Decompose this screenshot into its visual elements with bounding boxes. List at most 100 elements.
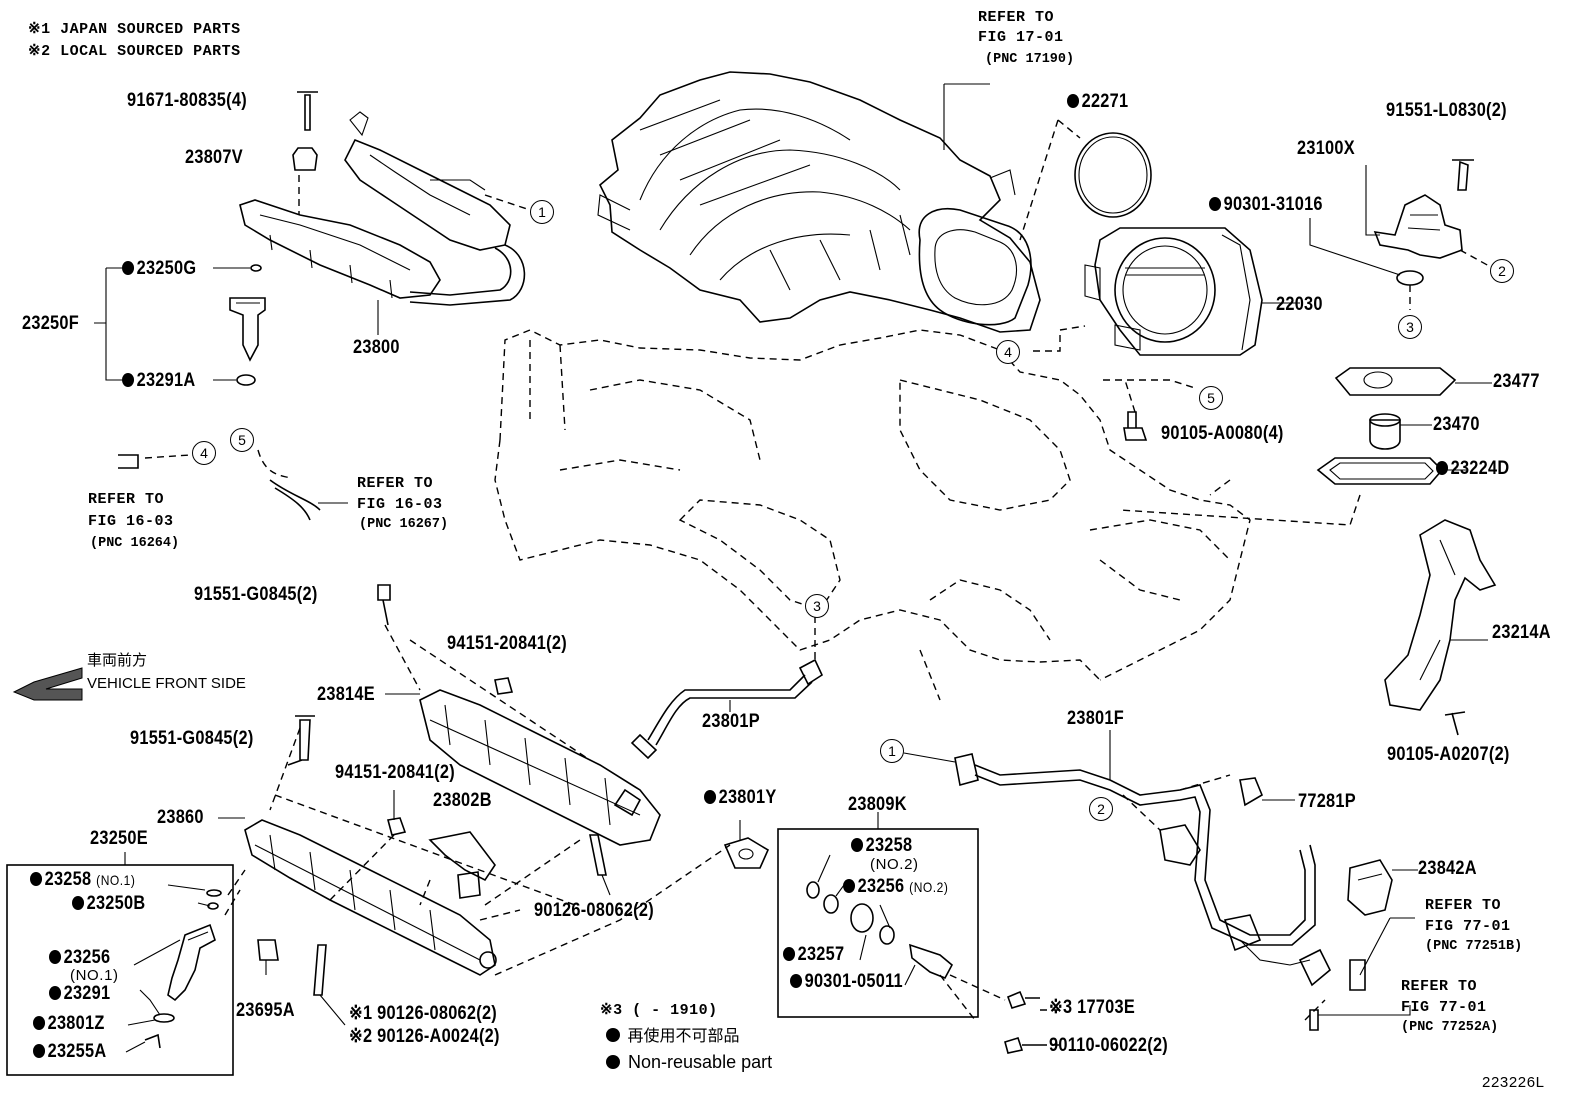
fuel-pipe-23801P-drawing — [630, 658, 824, 760]
vehicle-front-jp: 車両前方 — [87, 652, 148, 669]
non-reusable-dot — [606, 1028, 620, 1042]
part-23291: 23291 — [49, 984, 110, 1003]
part-23860: 23860 — [157, 807, 204, 828]
non-reusable-dot — [1436, 461, 1449, 475]
part-90301-05011: 90301-05011 — [790, 972, 903, 991]
part-91551-L0830: 91551-L0830(2) — [1386, 100, 1507, 121]
non-reusable-dot — [122, 373, 135, 387]
non-reusable-dot — [1067, 94, 1080, 108]
intake-manifold-drawing — [597, 71, 1041, 333]
ref-fig1701-line2: FIG 17-01 — [978, 29, 1064, 46]
ref-fig7701b-line3: (PNC 77252A) — [1401, 1020, 1499, 1035]
ref-fig7701a-line2: FIG 77-01 — [1425, 918, 1511, 935]
ref-fig1603a-line1: REFER TO — [88, 491, 165, 508]
part-77281P: 77281P — [1298, 791, 1356, 812]
part-91671-80835: 91671-80835(4) — [127, 90, 247, 111]
part-23255A: 23255A — [33, 1042, 106, 1061]
part-23477: 23477 — [1493, 371, 1540, 392]
part-23801P: 23801P — [702, 711, 760, 732]
injector-23250F-drawing — [229, 264, 266, 386]
throttle-body-drawing — [1084, 227, 1263, 356]
part-23802B: 23802B — [433, 790, 492, 811]
part-90126-08062-a: 90126-08062(2) — [534, 900, 654, 921]
part-23250G: 23250G — [122, 259, 196, 278]
part-23250E: 23250E — [90, 828, 148, 849]
part-23258-no2: 23258 — [851, 836, 912, 855]
legend-jp: 再使用不可部品 — [606, 1028, 739, 1045]
ref-fig7701a-line1: REFER TO — [1425, 897, 1502, 914]
pump-bracket-drawing — [1316, 367, 1457, 485]
part-23258-no2-sub: (NO.2) — [870, 856, 919, 873]
part-23807V: 23807V — [185, 147, 243, 168]
part-23801Y: 23801Y — [704, 788, 777, 807]
non-reusable-dot — [1209, 197, 1222, 211]
note-japan-sourced: ※1 JAPAN SOURCED PARTS — [28, 21, 241, 38]
part-23224D: 23224D — [1436, 459, 1509, 478]
part-90110-06022: 90110-06022(2) — [1049, 1035, 1169, 1056]
ref-fig7701b-line1: REFER TO — [1401, 978, 1478, 995]
part-23256-no1: 23256 — [49, 948, 110, 967]
part-23100X: 23100X — [1297, 138, 1355, 159]
non-reusable-dot — [33, 1044, 46, 1058]
part-23256-no2-sub: (NO.2) — [909, 879, 949, 895]
non-reusable-dot — [843, 879, 856, 893]
non-reusable-dot — [790, 974, 803, 988]
part-23801F: 23801F — [1067, 708, 1124, 729]
non-reusable-dot — [30, 872, 43, 886]
gasket-22271-drawing — [1074, 132, 1152, 218]
ref-fig1603b-line2: FIG 16-03 — [357, 496, 443, 513]
vehicle-front-en: VEHICLE FRONT SIDE — [87, 675, 246, 692]
fuel-pressure-sensor-drawing — [806, 881, 954, 980]
part-23809K: 23809K — [848, 794, 907, 815]
part-23695A: 23695A — [236, 1000, 295, 1021]
bracket-23214A-drawing — [1384, 519, 1497, 736]
callout-5: 5 — [1199, 386, 1223, 410]
part-23214A: 23214A — [1492, 622, 1551, 643]
callout-1: 1 — [530, 200, 554, 224]
ref-fig7701a-line3: (PNC 77251B) — [1425, 939, 1523, 954]
fuel-rail-23860-drawing — [244, 819, 497, 976]
fuel-pump-drawing — [1373, 159, 1474, 286]
ref-fig7701b-line2: FIG 77-01 — [1401, 999, 1487, 1016]
non-reusable-dot — [783, 947, 796, 961]
callout-1: 1 — [880, 739, 904, 763]
callout-4: 4 — [996, 340, 1020, 364]
vehicle-front-arrow — [12, 667, 83, 701]
part-23256-no1-sub: (NO.1) — [70, 967, 119, 984]
part-23250B: 23250B — [72, 894, 145, 913]
non-reusable-dot — [33, 1016, 46, 1030]
note-3-date-range: ※3 ( - 1910) — [600, 1002, 718, 1019]
fuel-rail-23800-drawing — [239, 111, 526, 306]
callout-5: 5 — [230, 428, 254, 452]
non-reusable-dot — [72, 896, 85, 910]
ref-fig1701-line1: REFER TO — [978, 9, 1055, 26]
ref-fig1603a-line2: FIG 16-03 — [88, 513, 174, 530]
ref-fig1603a-line3: (PNC 16264) — [90, 536, 180, 551]
non-reusable-dot — [49, 986, 62, 1000]
part-23470: 23470 — [1433, 414, 1480, 435]
part-91551-G0845-b: 91551-G0845(2) — [130, 728, 254, 749]
part-23801Z: 23801Z — [33, 1014, 105, 1033]
callout-3: 3 — [805, 594, 829, 618]
non-reusable-dot — [49, 950, 62, 964]
ref-fig1603b-line3: (PNC 16267) — [359, 517, 449, 532]
part-23258-no1: 23258 (NO.1) — [30, 870, 135, 889]
part-17703E: ※3 17703E — [1049, 997, 1135, 1018]
part-94151-20841-b: 94151-20841(2) — [335, 762, 455, 783]
part-23258-no1-sub: (NO.1) — [96, 872, 136, 888]
part-90126-A0024: ※2 90126-A0024(2) — [349, 1026, 500, 1047]
fuel-rail-23814E-drawing — [419, 689, 661, 846]
non-reusable-dot — [704, 790, 717, 804]
part-94151-20841-a: 94151-20841(2) — [447, 633, 567, 654]
part-23800: 23800 — [353, 337, 400, 358]
part-23814E: 23814E — [317, 684, 375, 705]
part-90301-31016: 90301-31016 — [1209, 195, 1323, 214]
non-reusable-dot — [122, 261, 135, 275]
part-23256-no2: 23256 (NO.2) — [843, 877, 948, 896]
part-22030: 22030 — [1276, 294, 1323, 315]
non-reusable-dot — [606, 1055, 620, 1069]
wire-harness-drawing — [954, 753, 1331, 987]
part-90105-A0207: 90105-A0207(2) — [1387, 744, 1510, 765]
